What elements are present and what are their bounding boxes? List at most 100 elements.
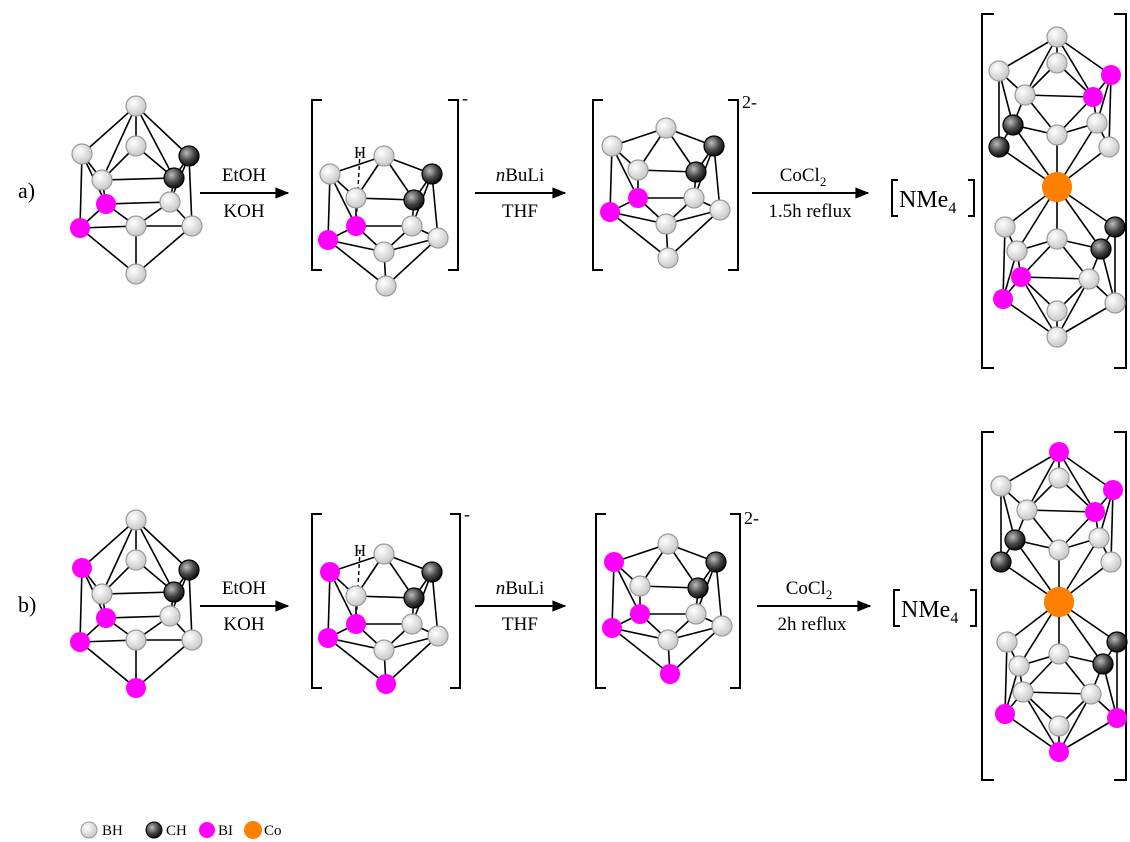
cluster-a-start <box>70 95 203 285</box>
cation-a: NMe4 <box>891 179 975 217</box>
a-start-bond <box>188 155 193 227</box>
a-start-bond <box>101 177 175 181</box>
a-cobalt-lower-bond <box>1020 276 1058 338</box>
a-nido-atom-bi <box>346 216 366 236</box>
b-nido-bond <box>431 571 439 637</box>
a-cobalt-lower-atom-bi <box>993 289 1013 309</box>
b-start-bond <box>135 639 193 689</box>
b-start-bond <box>188 569 193 641</box>
a-cobalt-upper-atom-bh <box>1046 124 1068 146</box>
a-dicarb-atom-bi <box>628 188 648 208</box>
a-cobalt-lower-atom-bh <box>1046 326 1068 348</box>
cation-b-sub: 4 <box>950 610 958 627</box>
reagent-a-step3-sub: 2 <box>820 174 827 189</box>
b-cobalt-upper-bond <box>1026 509 1096 513</box>
legend-bi-swatch <box>199 822 215 838</box>
reagent-b-step3-sub: 2 <box>826 587 833 602</box>
a-cobalt-lower-atom-bh <box>1104 292 1126 314</box>
b-cobalt-upper-atom-bh <box>990 475 1012 497</box>
b-nido-bridging-hydrogen-label: H <box>354 541 366 560</box>
a-start-atom-bh <box>125 215 147 237</box>
b-start-atom-bi <box>70 632 90 652</box>
b-cobalt-lower-atom-bh <box>1008 655 1030 677</box>
a-cobalt-upper-bond <box>1024 36 1058 96</box>
intermediate-b: - H <box>311 504 470 694</box>
a-cobalt-upper-atom-bh <box>1046 52 1068 74</box>
b-cobalt-lower-bond <box>1022 691 1060 753</box>
legend: BH CH BI Co <box>80 821 282 839</box>
a-cobalt-lower-atom-bh <box>1046 300 1068 322</box>
a-cobalt-lower-bond <box>1002 226 1006 300</box>
b-start-bond <box>79 567 83 643</box>
b-cobalt-upper-atom-bh <box>1100 551 1122 573</box>
a-cobalt-upper-bond <box>1024 94 1094 98</box>
a-cobalt-lower-bond <box>1056 278 1090 338</box>
b-cobalt-upper-bond <box>1026 451 1060 511</box>
b-cobalt-upper-atom-bh <box>1048 467 1070 489</box>
a-cobalt-upper-bond <box>1056 36 1094 98</box>
b-nido-atom-bh <box>373 639 395 661</box>
b-cobalt-upper-atom-bi <box>1049 442 1069 462</box>
a-cobalt-upper-atom-bh <box>988 60 1010 82</box>
a-nido-atom-bh <box>427 227 449 249</box>
legend-bi-label: BI <box>218 823 233 839</box>
reagent-a-step2-bottom: THF <box>502 201 538 222</box>
cation-b: NMe4 <box>893 589 977 627</box>
cluster-a-dicarbollide <box>600 117 731 269</box>
reagent-b-step3-text: CoCl <box>786 578 826 599</box>
intermediate-a: - H <box>311 88 468 297</box>
b-dicarb-atom-bh <box>657 629 679 651</box>
b-nido-bond <box>327 571 331 639</box>
a-start-bond <box>79 153 83 229</box>
b-nido-atom-bi <box>320 562 340 582</box>
a-nido-atom-ch <box>421 163 443 185</box>
b-nido-atom-bi <box>346 614 366 634</box>
b-dicarb-bond <box>611 561 615 629</box>
a-nido-bond <box>431 173 439 239</box>
a-start-bond <box>135 105 190 157</box>
a-start-atom-bi <box>96 194 116 214</box>
b-start-bond <box>101 519 137 595</box>
b-dicarb-atom-bh <box>629 575 651 597</box>
reagent-a-step3-text: CoCl <box>780 165 820 186</box>
b-start-bond <box>105 615 171 619</box>
a-dicarb-bond <box>609 211 669 259</box>
b-cobalt-lower-atom-bi <box>1107 708 1127 728</box>
b-cobalt-lower-bond <box>1004 713 1060 753</box>
legend-bh-swatch <box>80 821 98 839</box>
a-dicarb-bond <box>609 145 613 213</box>
a-start-atom-bh <box>71 143 93 165</box>
b-cobalt-lower-atom-ch <box>1106 631 1128 653</box>
b-cobalt-lower-atom-co <box>1044 587 1074 617</box>
reagent-b-step3-top: CoCl2 <box>786 578 833 602</box>
b-cobalt-upper-bond <box>1110 489 1114 563</box>
b-nido-atom-bh <box>373 543 395 565</box>
b-dicarb-atom-ch <box>705 551 727 573</box>
cobaltacarborane-b <box>990 442 1128 762</box>
b-cobalt-upper-atom-bi <box>1085 502 1105 522</box>
a-nido-atom-bi <box>318 230 338 250</box>
a-dicarb-atom-bh <box>627 159 649 181</box>
b-dicarb-atom-bi <box>604 552 624 572</box>
reagent-a-step3-bottom: 1.5h reflux <box>768 201 852 222</box>
arrow-a-step2: nBuLi THF <box>475 165 567 222</box>
cluster-b-nido-h: H <box>318 541 449 694</box>
product-b <box>981 431 1128 781</box>
a-cobalt-lower-atom-ch <box>1090 238 1112 260</box>
a-start-bond <box>135 225 193 275</box>
b-start-atom-ch <box>178 559 200 581</box>
b-nido-bond <box>327 637 387 685</box>
a-dicarb-atom-bi <box>600 202 620 222</box>
product-a <box>981 13 1127 369</box>
legend-bh-label: BH <box>102 823 123 839</box>
b-nido-bond <box>385 635 439 685</box>
arrow-b-step3: CoCl2 2h reflux <box>757 578 872 635</box>
b-dicarb-atom-bh <box>657 533 679 555</box>
reagent-b-step2-italic: n <box>496 578 506 599</box>
a-dicarb-atom-bh <box>709 199 731 221</box>
a-start-atom-ch <box>178 145 200 167</box>
b-start-bond <box>135 519 190 571</box>
b-cobalt-lower-atom-bh <box>996 631 1018 653</box>
b-cobalt-lower-atom-bh <box>1048 643 1070 665</box>
b-cobalt-upper-atom-bh <box>1088 527 1110 549</box>
